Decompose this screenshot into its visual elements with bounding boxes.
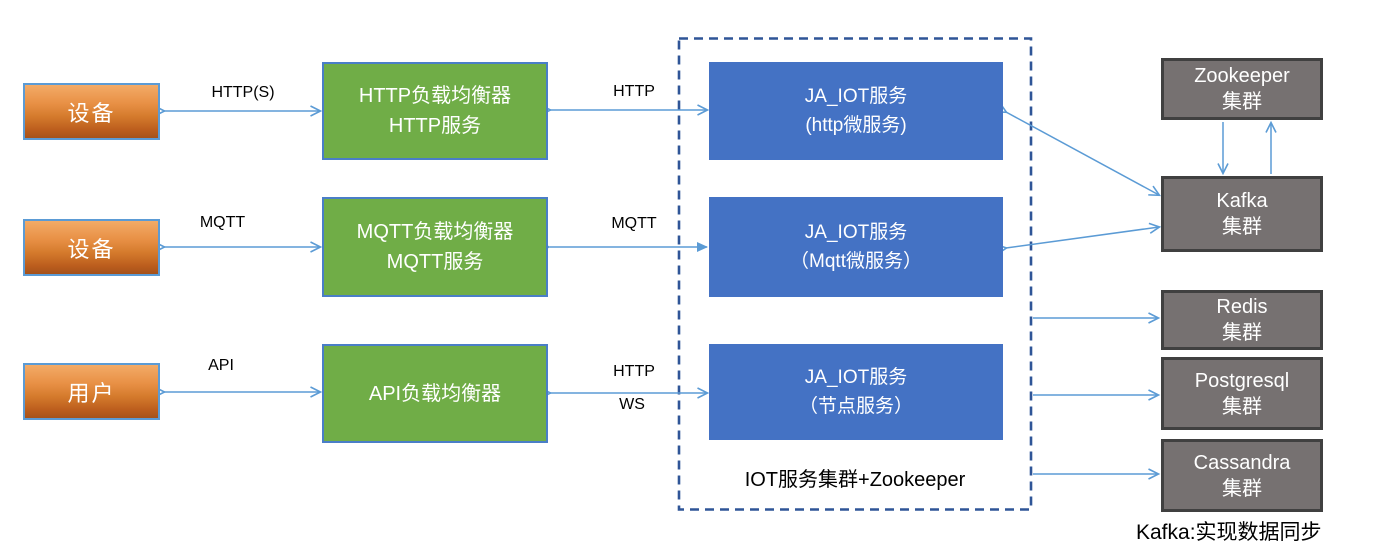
mqtt-load-balancer-box: MQTT负载均衡器 MQTT服务 <box>322 197 548 297</box>
http-lb-line1: HTTP负载均衡器 <box>358 85 512 107</box>
device-box-1-label: 设备 <box>67 100 116 126</box>
device-box-1: 设备 <box>23 83 160 140</box>
zookeeper-cluster-box: Zookeeper 集群 <box>1161 58 1323 120</box>
edge-label-http-ws-bottom: WS <box>619 396 645 413</box>
edge-label-https: HTTP(S) <box>211 84 275 101</box>
iot-service-mqtt-box: JA_IOT服务 （Mqtt微服务） <box>709 197 1003 297</box>
redis-cluster-name: Redis <box>1216 296 1268 318</box>
cassandra-cluster-name: Cassandra <box>1193 451 1291 474</box>
edge-label-http: HTTP <box>613 83 655 100</box>
kafka-cluster-box: Kafka 集群 <box>1161 176 1323 252</box>
user-box: 用户 <box>23 363 160 420</box>
mqtt-lb-line1: MQTT负载均衡器 <box>356 221 514 243</box>
iot-service-http-line2: (http微服务) <box>805 115 907 136</box>
device-box-2-label: 设备 <box>67 236 116 262</box>
edge-label-http-ws-top: HTTP <box>613 363 655 380</box>
iot-cluster-caption: IOT服务集群+Zookeeper <box>744 469 966 491</box>
cassandra-cluster-suffix: 集群 <box>1222 477 1262 500</box>
user-box-label: 用户 <box>67 380 116 406</box>
edge-label-api: API <box>208 357 234 374</box>
api-load-balancer-box: API负载均衡器 <box>322 344 548 443</box>
postgresql-cluster-suffix: 集群 <box>1222 395 1262 418</box>
iot-service-http-line1: JA_IOT服务 <box>804 85 908 107</box>
postgresql-cluster-name: Postgresql <box>1194 369 1290 392</box>
kafka-footnote: Kafka:实现数据同步 <box>1136 521 1322 544</box>
zookeeper-cluster-name: Zookeeper <box>1194 65 1290 87</box>
kafka-cluster-name: Kafka <box>1216 190 1268 212</box>
mqtt-lb-line2: MQTT服务 <box>386 251 484 273</box>
edge-label-mqtt-device: MQTT <box>199 214 246 231</box>
zookeeper-cluster-suffix: 集群 <box>1222 91 1262 113</box>
iot-service-http-box: JA_IOT服务 (http微服务) <box>709 62 1003 160</box>
edge-mqttsvc-kafka <box>995 222 1162 255</box>
edge-label-mqtt-lb: MQTT <box>611 215 657 232</box>
cassandra-cluster-box: Cassandra 集群 <box>1161 439 1323 512</box>
iot-service-mqtt-line2: （Mqtt微服务） <box>790 251 922 272</box>
postgresql-cluster-box: Postgresql 集群 <box>1161 357 1323 430</box>
http-load-balancer-box: HTTP负载均衡器 HTTP服务 <box>322 62 548 160</box>
api-lb-line1: API负载均衡器 <box>368 382 502 405</box>
edge-httpsvc-kafka <box>995 102 1162 197</box>
kafka-cluster-suffix: 集群 <box>1222 216 1262 238</box>
device-box-2: 设备 <box>23 219 160 276</box>
iot-service-node-line2: （节点服务） <box>798 396 913 417</box>
http-lb-line2: HTTP服务 <box>388 115 482 137</box>
iot-cluster-dashed-border <box>677 37 1033 511</box>
iot-service-mqtt-line1: JA_IOT服务 <box>804 221 908 243</box>
iot-service-node-box: JA_IOT服务 （节点服务） <box>709 344 1003 440</box>
redis-cluster-box: Redis 集群 <box>1161 290 1323 350</box>
redis-cluster-suffix: 集群 <box>1222 322 1262 344</box>
iot-service-node-line1: JA_IOT服务 <box>804 366 908 388</box>
